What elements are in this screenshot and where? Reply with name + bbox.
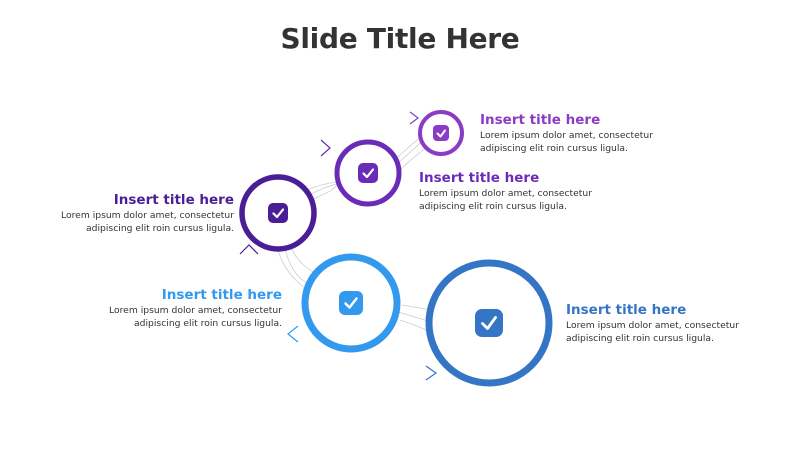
item-description-line: Lorem ipsum dolor amet, consectetur: [419, 188, 592, 199]
item-block-3: Insert title here Lorem ipsum dolor amet…: [0, 191, 234, 235]
item-description-line: adipiscing elit roin cursus ligula.: [419, 200, 567, 212]
item-description-line: Lorem ipsum dolor amet, consectetur: [566, 320, 739, 331]
item-description: Lorem ipsum dolor amet, consectetur adip…: [566, 320, 800, 345]
item-description-line: Lorem ipsum dolor amet, consectetur: [61, 210, 234, 221]
chevron-right-icon: [409, 111, 419, 125]
item-description: Lorem ipsum dolor amet, consectetur adip…: [42, 305, 282, 330]
step-circle-1: [418, 110, 464, 156]
item-title: Insert title here: [161, 287, 282, 303]
item-description-line: adipiscing elit roin cursus ligula.: [480, 142, 628, 154]
step-circle-2: [334, 139, 402, 207]
check-icon: [362, 168, 375, 179]
step-circle-3: [239, 174, 317, 252]
item-title: Insert title here: [480, 112, 601, 128]
item-description: Lorem ipsum dolor amet, consectetur adip…: [480, 130, 720, 155]
item-description-line: adipiscing elit roin cursus ligula.: [86, 222, 234, 234]
item-description-line: Lorem ipsum dolor amet, consectetur: [480, 130, 653, 141]
item-description: Lorem ipsum dolor amet, consectetur adip…: [419, 188, 659, 213]
chevron-right-icon: [425, 365, 438, 381]
step-circle-5: [425, 259, 553, 387]
item-title: Insert title here: [566, 302, 687, 318]
chevron-left-icon: [287, 325, 299, 343]
chevrons: [239, 111, 438, 381]
item-description-line: adipiscing elit roin cursus ligula.: [134, 317, 282, 329]
item-block-4: Insert title here Lorem ipsum dolor amet…: [42, 286, 282, 330]
item-description-line: Lorem ipsum dolor amet, consectetur: [109, 305, 282, 316]
item-description-line: adipiscing elit roin cursus ligula.: [566, 332, 714, 344]
chevron-up-icon: [239, 244, 259, 255]
slide-title: Slide Title Here: [280, 22, 520, 55]
item-block-1: Insert title here Lorem ipsum dolor amet…: [480, 111, 720, 155]
item-block-5: Insert title here Lorem ipsum dolor amet…: [566, 301, 800, 345]
check-icon: [272, 208, 285, 219]
item-description: Lorem ipsum dolor amet, consectetur adip…: [0, 210, 234, 235]
item-block-2: Insert title here Lorem ipsum dolor amet…: [419, 169, 659, 213]
chevron-right-icon: [320, 139, 331, 157]
item-title: Insert title here: [419, 170, 540, 186]
item-title: Insert title here: [113, 192, 234, 208]
step-circle-4: [301, 253, 401, 353]
check-icon: [436, 129, 446, 138]
check-icon: [344, 297, 358, 309]
check-icon: [481, 316, 497, 330]
